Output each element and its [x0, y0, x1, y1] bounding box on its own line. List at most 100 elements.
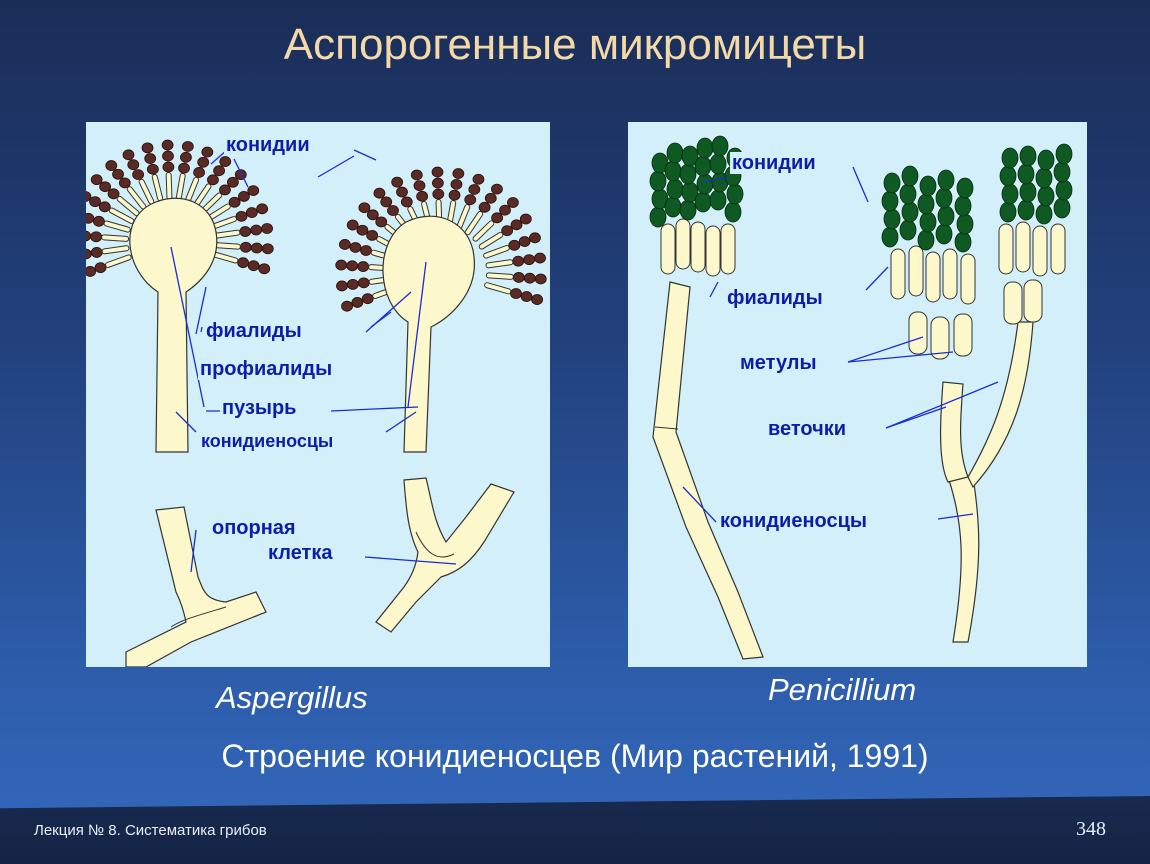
conidium [1017, 199, 1035, 221]
conidium [366, 209, 379, 221]
conidium [917, 229, 935, 251]
label-vesicle: пузырь [220, 397, 299, 419]
conidium [349, 242, 362, 253]
conidium [899, 219, 917, 241]
caption-penicillium: Penicillium [768, 672, 917, 707]
metula [930, 316, 950, 360]
conidium [161, 139, 174, 151]
conidium [507, 197, 519, 208]
conidium [261, 223, 273, 234]
conidium [346, 219, 359, 231]
conidium [197, 156, 210, 168]
conidium [484, 192, 497, 204]
conidium [519, 213, 532, 225]
conidium [431, 177, 444, 189]
conidium [531, 294, 544, 305]
conidium [346, 278, 359, 290]
conidium [881, 190, 899, 212]
conidium [999, 165, 1017, 187]
label-conidia: конидии [730, 152, 818, 174]
conidium [226, 176, 239, 188]
conidium [239, 226, 252, 237]
conidium [90, 231, 103, 243]
conidium [1035, 167, 1053, 189]
conidium [501, 225, 514, 237]
conidium [1053, 161, 1071, 183]
conidium [520, 291, 533, 302]
conidium [86, 230, 92, 242]
conidium [523, 272, 536, 284]
label-phialides: фиалиды [204, 320, 304, 342]
phialide [720, 223, 736, 275]
conidium [726, 183, 744, 205]
phialide [998, 223, 1014, 275]
label-prophialides: профиалиды [198, 358, 335, 380]
phialide [960, 253, 976, 305]
conidium [193, 167, 205, 178]
conidium [338, 239, 351, 250]
conidium [237, 257, 249, 269]
conidium [694, 191, 712, 213]
conidium [261, 243, 274, 255]
conidium [346, 260, 359, 272]
branch [939, 381, 969, 483]
phialide [1050, 223, 1066, 275]
conidium [361, 293, 374, 305]
metula [1003, 281, 1023, 325]
conidium [448, 189, 461, 201]
conidium [239, 241, 252, 253]
conidium [1035, 203, 1053, 225]
conidium [144, 153, 157, 164]
conidium [1001, 147, 1019, 169]
conidium [213, 165, 225, 177]
conidium [937, 169, 955, 191]
conidium [664, 160, 682, 182]
label-metulae: метулы [738, 352, 819, 374]
conidium [112, 168, 124, 180]
conidium [954, 231, 972, 253]
conidium [649, 170, 667, 192]
conidium [228, 196, 241, 208]
conidium [679, 199, 697, 221]
conidium [358, 202, 371, 214]
conidium [250, 242, 263, 254]
conidium [86, 248, 92, 260]
conidium [162, 150, 174, 162]
conidium [256, 203, 269, 215]
conidium [724, 201, 742, 223]
aspergillus-diagram: конидии фиалиды профиалиды пузырь кониди… [86, 122, 550, 667]
metula [1023, 279, 1043, 323]
conidium [90, 247, 103, 258]
label-conidiophores: конидиеносцы [199, 430, 336, 452]
conidium [681, 145, 699, 167]
conidium [99, 181, 112, 193]
conidium [219, 184, 231, 196]
page-number: 348 [1076, 818, 1106, 840]
conidium [357, 261, 370, 272]
conidium [207, 174, 219, 186]
conidium [341, 300, 353, 312]
conidium [1055, 143, 1073, 165]
aspergillus-illustration [86, 139, 547, 667]
conidium [162, 161, 175, 173]
conidium [709, 153, 727, 175]
phialide [675, 218, 691, 270]
phialide [908, 245, 924, 297]
slide-title: Аспорогенные микромицеты [283, 20, 867, 69]
phialide [1032, 225, 1048, 277]
conidium [201, 146, 214, 158]
foot-cell-right [375, 477, 515, 633]
conidium [247, 260, 260, 272]
conidium [219, 156, 232, 167]
conidium [899, 183, 917, 205]
conidium [901, 165, 919, 187]
conidium [450, 178, 463, 190]
conidium [360, 245, 372, 256]
conidium [1001, 183, 1019, 205]
footer-band [0, 796, 1150, 864]
phialide [1015, 221, 1031, 273]
metula [908, 311, 928, 355]
conidium [431, 166, 444, 178]
conidium [141, 142, 154, 154]
vesicle-left [129, 197, 218, 453]
